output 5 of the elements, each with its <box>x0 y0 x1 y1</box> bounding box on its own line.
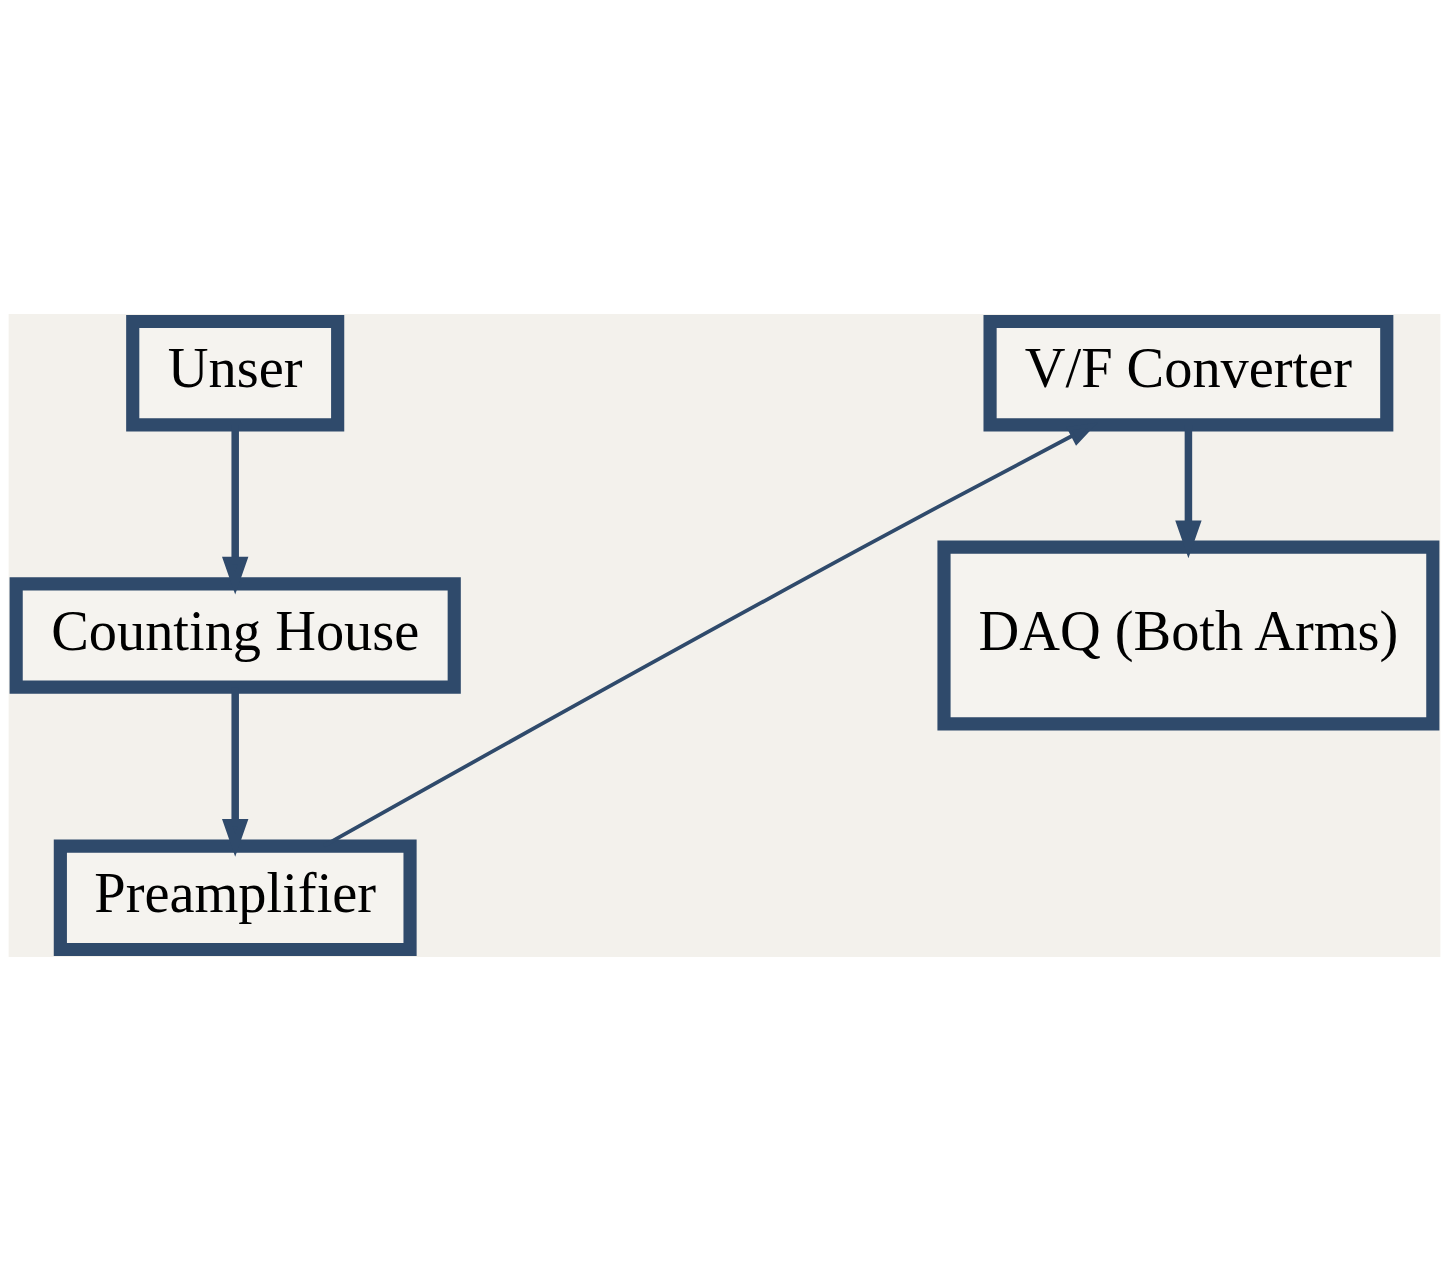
node-box: V/F Converter <box>983 314 1394 431</box>
node-box: Preamplifier <box>53 839 417 956</box>
node-box: Unser <box>126 314 345 431</box>
node-box: DAQ (Both Arms) <box>937 540 1440 730</box>
node-box: Counting House <box>9 576 461 694</box>
